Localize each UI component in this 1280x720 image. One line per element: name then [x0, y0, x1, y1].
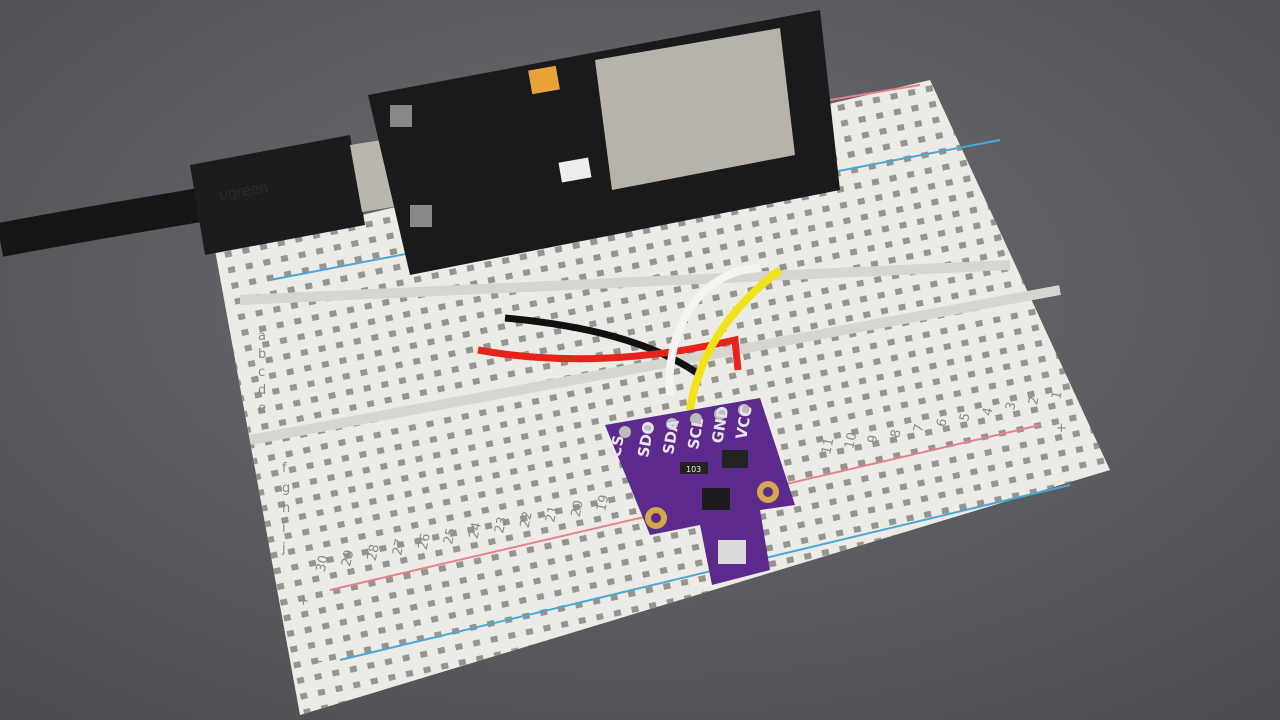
- column-number: 11: [819, 437, 837, 456]
- column-number: 30: [314, 554, 332, 573]
- pin-hole: [619, 426, 631, 438]
- pin-label-sdo: SDO: [634, 420, 658, 459]
- column-number: 21: [543, 505, 561, 524]
- pin-hole: [666, 418, 678, 430]
- column-number: 19: [594, 494, 612, 513]
- jumper-wires: [477, 264, 783, 411]
- breadboard-center-divider: [249, 285, 1061, 445]
- level-shifter-chip: [702, 488, 730, 510]
- chip-marking: 103: [686, 465, 701, 474]
- column-number: 6: [934, 417, 950, 428]
- row-letter: i: [282, 521, 286, 536]
- row-letter: g: [282, 481, 290, 496]
- flash-button: [410, 205, 432, 227]
- column-numbers-left: 19 20 21 22 23 24 25 26 27 28 29 30: [314, 494, 613, 574]
- column-number: 24: [467, 521, 485, 540]
- column-number: 29: [339, 549, 357, 568]
- esp8266-dev-board: [368, 10, 840, 275]
- voltage-regulator: [722, 450, 748, 468]
- row-letter: e: [258, 401, 266, 416]
- rail-line-red-top: [829, 84, 921, 101]
- led: [558, 157, 592, 183]
- pin-hole: [690, 413, 702, 425]
- breadboard-center-channel: [239, 260, 1011, 305]
- rail-minus-label: -: [318, 654, 323, 669]
- pin-label-scl: SCL: [684, 416, 707, 450]
- column-number: 8: [888, 428, 904, 439]
- wire-white: [665, 264, 761, 396]
- row-letter: d: [258, 383, 266, 398]
- sensor-pcb: [605, 398, 795, 585]
- column-number: 28: [365, 543, 383, 562]
- wifi-module-shield: [595, 28, 795, 190]
- column-number: 4: [980, 406, 996, 417]
- mounting-hole-center: [651, 513, 661, 523]
- row-letter: h: [282, 501, 290, 516]
- row-letter: a: [258, 329, 266, 344]
- row-letter: f: [282, 461, 287, 476]
- usb-cable-plug: [190, 135, 365, 255]
- reset-button: [390, 105, 412, 127]
- column-number: 23: [492, 516, 510, 535]
- pin-label-sda: SDA: [659, 418, 683, 456]
- column-number: 1: [1049, 390, 1065, 401]
- column-number: 25: [441, 527, 459, 546]
- column-number: 26: [416, 532, 434, 551]
- capacitor: [528, 65, 560, 95]
- column-number: 3: [1003, 401, 1019, 412]
- rail-plus-label-right: +: [1056, 421, 1067, 436]
- pin-label-cs: CS: [606, 434, 628, 459]
- row-letter: j: [281, 541, 286, 556]
- column-number: 10: [842, 431, 860, 450]
- pin-label-vcc: VCC: [732, 404, 756, 440]
- column-number: 7: [911, 423, 927, 434]
- rail-plus-label: +: [298, 594, 309, 609]
- column-number: 2: [1026, 395, 1042, 406]
- resistor-array: [680, 462, 708, 474]
- column-number: 27: [390, 538, 408, 557]
- column-number: 9: [865, 434, 881, 445]
- pin-hole: [714, 408, 726, 420]
- bme280-sensor-chip: [718, 540, 746, 564]
- mounting-hole-center: [763, 487, 773, 497]
- row-letter: b: [258, 347, 266, 362]
- column-number: 5: [957, 412, 973, 423]
- row-letters-bottom: f g h i j: [281, 461, 290, 556]
- rail-line-blue-bottom: [339, 484, 1071, 661]
- wire-black: [504, 314, 703, 378]
- pin-hole: [642, 422, 654, 434]
- row-letter: c: [258, 365, 265, 380]
- column-number: 22: [518, 510, 536, 529]
- wire-yellow: [686, 266, 783, 411]
- row-letters-top: a b c d e: [258, 329, 266, 416]
- pin-hole: [738, 404, 750, 416]
- sensor-board: CS SDO SDA SCL GND VCC 103: [605, 398, 795, 585]
- column-number: 20: [569, 499, 587, 518]
